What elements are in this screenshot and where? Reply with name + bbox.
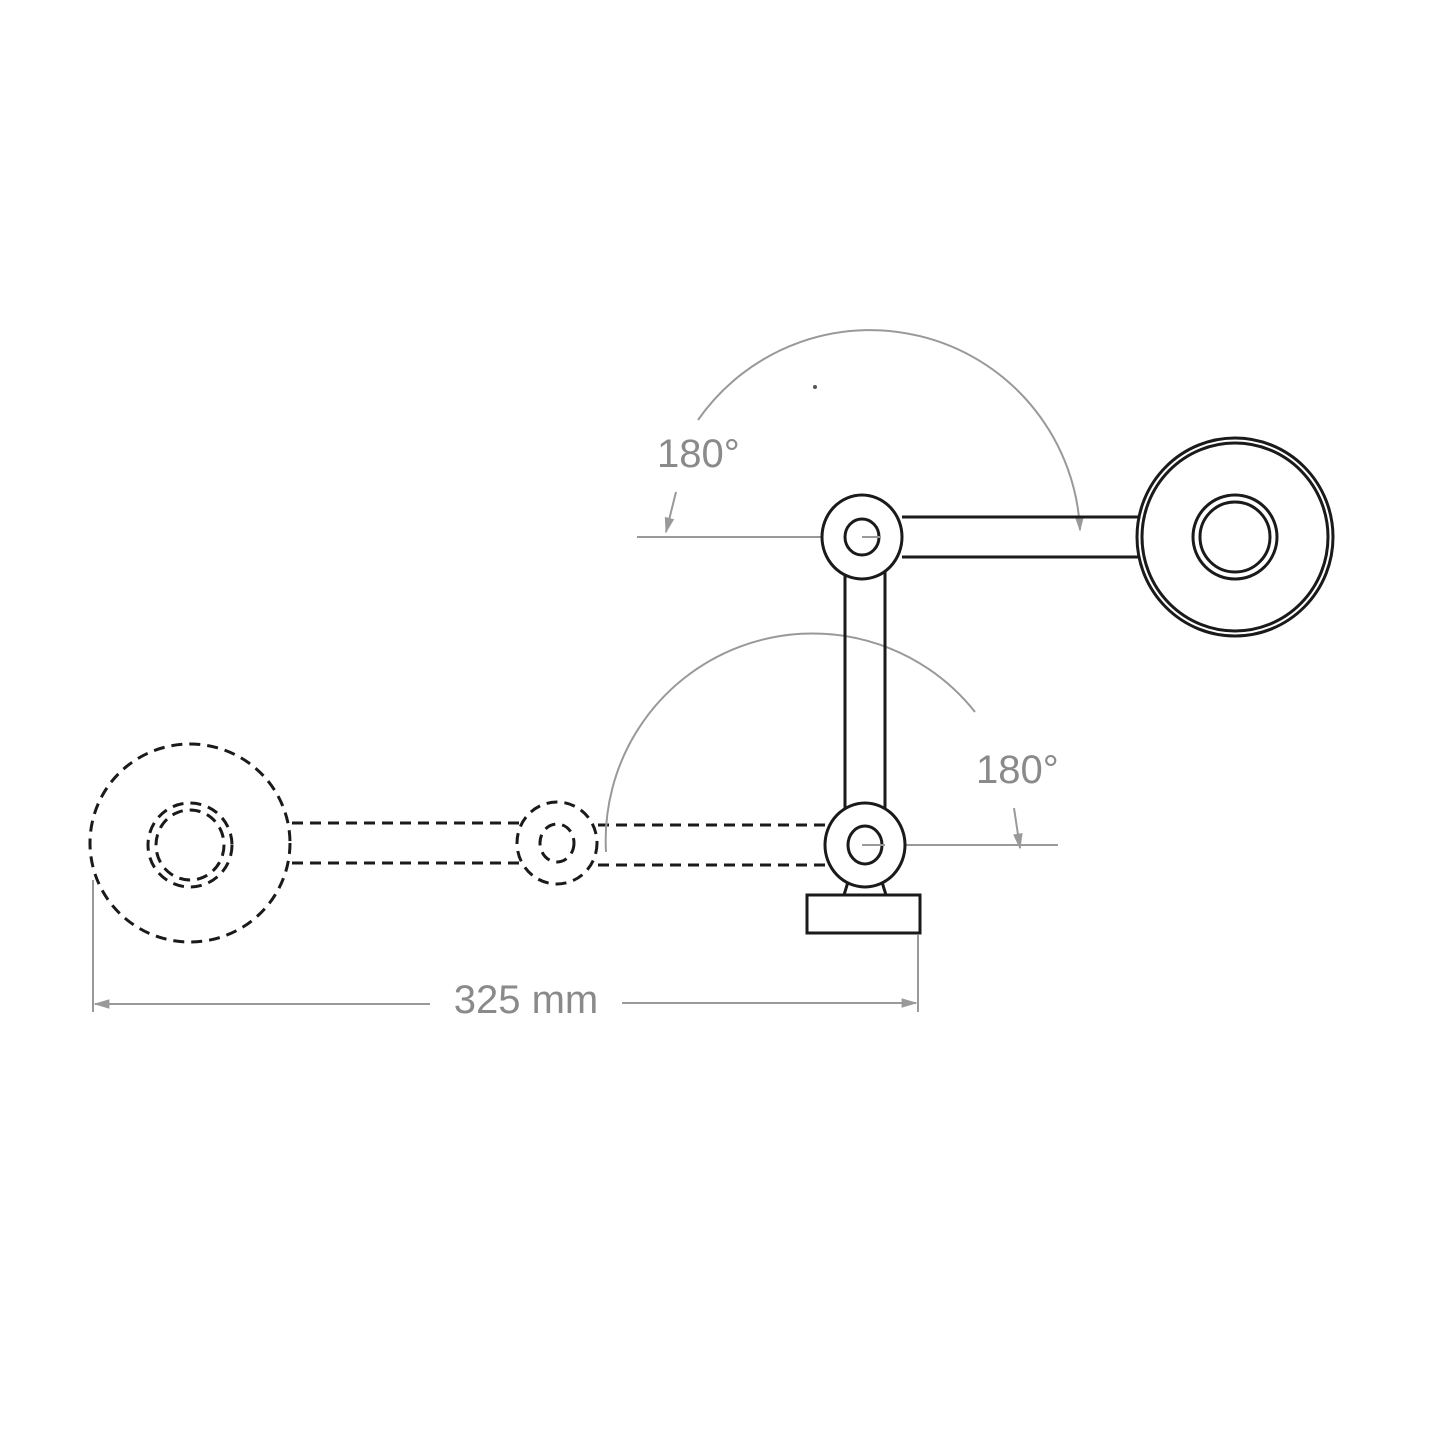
reach-label: 325 mm (454, 978, 599, 1022)
ghost-joint-inner (538, 822, 576, 864)
lower-angle-arrow (1013, 807, 1023, 850)
ghost-lamp-head-inner (154, 808, 226, 882)
lamp-head-ring (1191, 493, 1279, 581)
lower-angle-arc (604, 632, 976, 853)
lamp-head-rim (1140, 441, 1330, 633)
upper-angle-arrow (664, 491, 677, 534)
upper-angle-arc (697, 329, 1085, 532)
dimension-lines (92, 329, 1085, 1012)
folded-position-ghost (88, 742, 825, 944)
lower-angle-label: 180° (976, 748, 1059, 792)
lamp-base (805, 893, 922, 935)
lamp-head (1135, 436, 1335, 638)
ghost-lamp-head-ring (146, 801, 234, 889)
upper-angle-label: 180° (657, 432, 740, 476)
center-mark (813, 385, 817, 389)
lamp-head-light (1198, 500, 1272, 574)
ghost-joint (515, 800, 599, 886)
lamp (805, 436, 1335, 935)
ghost-lamp-head (88, 742, 292, 944)
